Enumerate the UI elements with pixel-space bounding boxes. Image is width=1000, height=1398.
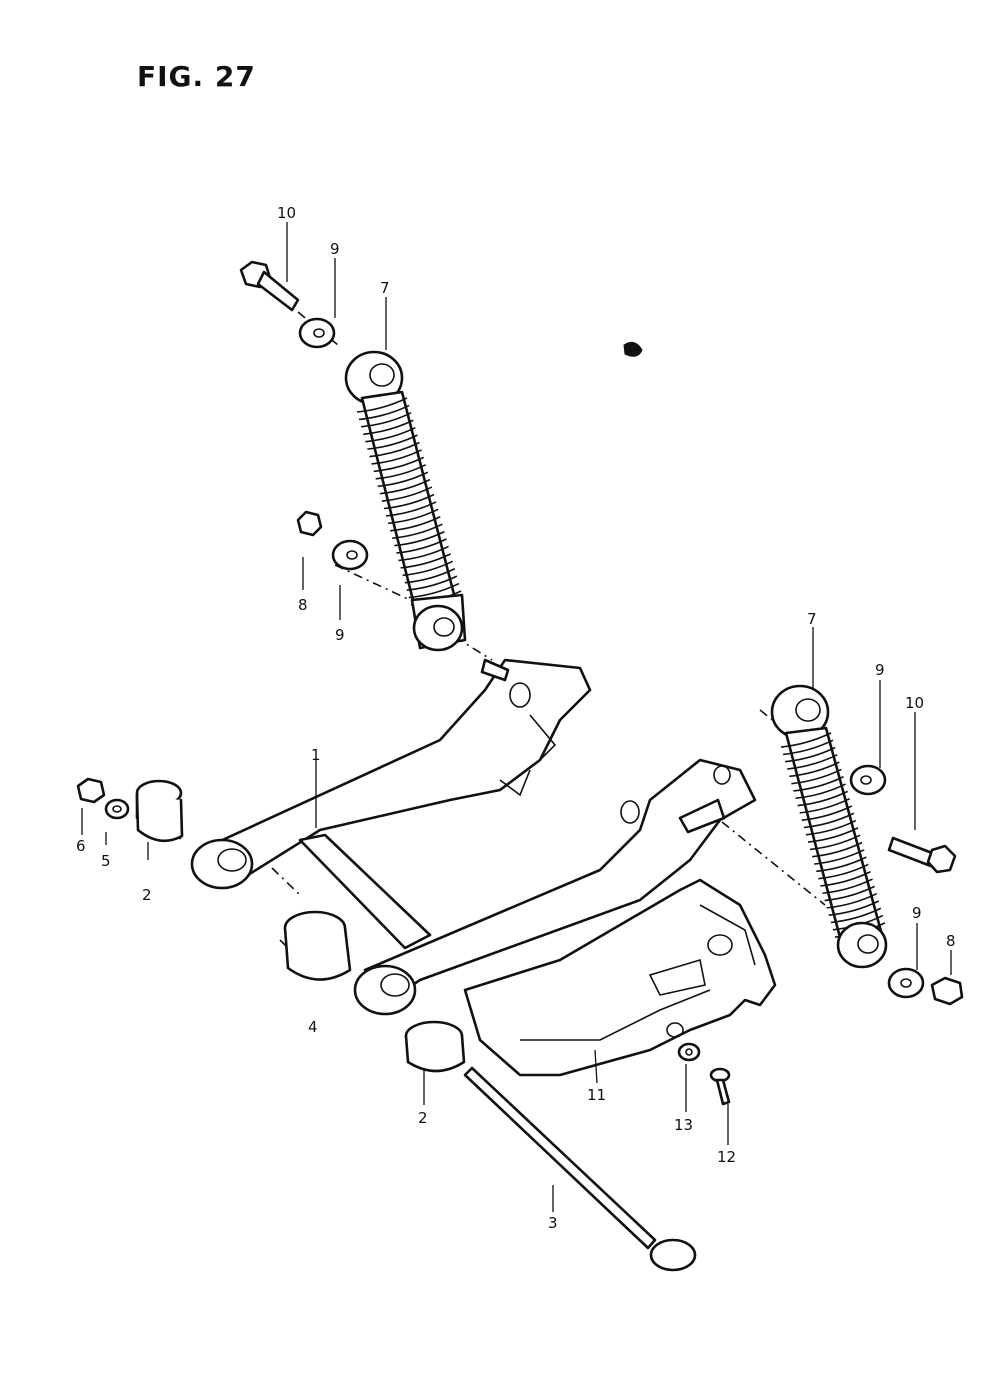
callout-1: 1 [311, 746, 321, 764]
callout-10-right: 10 [905, 694, 924, 712]
callout-5: 5 [101, 852, 111, 870]
callout-3: 3 [548, 1214, 558, 1232]
spring-coil [782, 739, 834, 756]
swing-arm [190, 658, 757, 1016]
spring-coil [799, 797, 851, 814]
spring-coil [383, 493, 435, 510]
callout-labels: 1 2 2 3 4 5 6 7 7 8 8 9 9 9 9 10 10 11 1… [76, 204, 956, 1232]
hardware [76, 260, 964, 1272]
spring-coil [379, 478, 431, 495]
callout-7-right: 7 [807, 610, 817, 628]
spring-coil [396, 538, 447, 554]
spring-coil [828, 900, 880, 916]
callout-8-left: 8 [298, 596, 308, 614]
spring-coil [381, 486, 433, 502]
spring-coil [406, 575, 458, 591]
callout-12: 12 [717, 1148, 736, 1166]
spring-coil [361, 412, 412, 428]
callout-8-right: 8 [946, 932, 956, 950]
callout-11: 11 [587, 1086, 606, 1104]
spring-coil [801, 805, 853, 821]
callout-10-top: 10 [277, 204, 296, 222]
spring-coil [373, 456, 425, 473]
callout-7-top: 7 [380, 279, 390, 297]
spring-coil [367, 434, 418, 450]
spring-coil [390, 516, 441, 532]
spring-coil [812, 841, 863, 858]
callout-4: 4 [308, 1018, 318, 1036]
spring-coil [365, 426, 416, 443]
spring-coil [408, 582, 460, 599]
spring-coil [805, 819, 857, 836]
spring-coil [818, 863, 869, 880]
spring-coil [793, 776, 844, 792]
spring-coil [375, 464, 427, 480]
spring-coil [797, 790, 848, 807]
spring-coil [780, 732, 832, 748]
callout-9-top: 9 [330, 240, 340, 258]
spring-coil [358, 404, 410, 421]
shock-absorber-left [344, 350, 467, 652]
spring-coil [369, 441, 420, 458]
spring-coil [822, 878, 873, 895]
figure-title: FIG. 27 [137, 60, 256, 93]
callout-2-left: 2 [142, 886, 152, 904]
spring-coil [402, 560, 454, 577]
callout-9-mid: 9 [335, 626, 345, 644]
spring-coil [830, 907, 882, 924]
guard-plate [463, 878, 777, 1077]
shock-absorber-right [770, 684, 888, 969]
spring-coil [785, 746, 836, 763]
spring-coil [392, 523, 443, 539]
spring-coil [824, 885, 875, 902]
spring-coil [820, 871, 871, 887]
leader-lines [81, 222, 952, 1212]
callout-13: 13 [674, 1116, 693, 1134]
spring-coil [803, 812, 855, 829]
callout-2-lower: 2 [418, 1109, 428, 1127]
spring-coil [363, 419, 414, 436]
spring-coil [787, 754, 838, 770]
spring-coil [809, 834, 861, 851]
spring-coil [816, 856, 867, 873]
spring-coil [394, 530, 445, 547]
spring-coil [814, 849, 865, 865]
spring-coil [371, 449, 422, 465]
spring-coil [398, 545, 449, 562]
spring-coil [404, 568, 456, 584]
spring-coil [356, 397, 408, 413]
callout-9-lower: 9 [912, 904, 922, 922]
spring-coil [400, 553, 452, 569]
spring-coil [807, 827, 859, 843]
spring-coil [795, 783, 846, 800]
callout-6: 6 [76, 837, 86, 855]
spring-coil [377, 471, 429, 488]
spring-coil [385, 501, 437, 517]
spring-coil [388, 508, 439, 525]
spring-coil [791, 768, 842, 785]
spring-coil [826, 892, 878, 909]
callout-9-right: 9 [875, 661, 885, 679]
spring-coil [789, 761, 840, 778]
